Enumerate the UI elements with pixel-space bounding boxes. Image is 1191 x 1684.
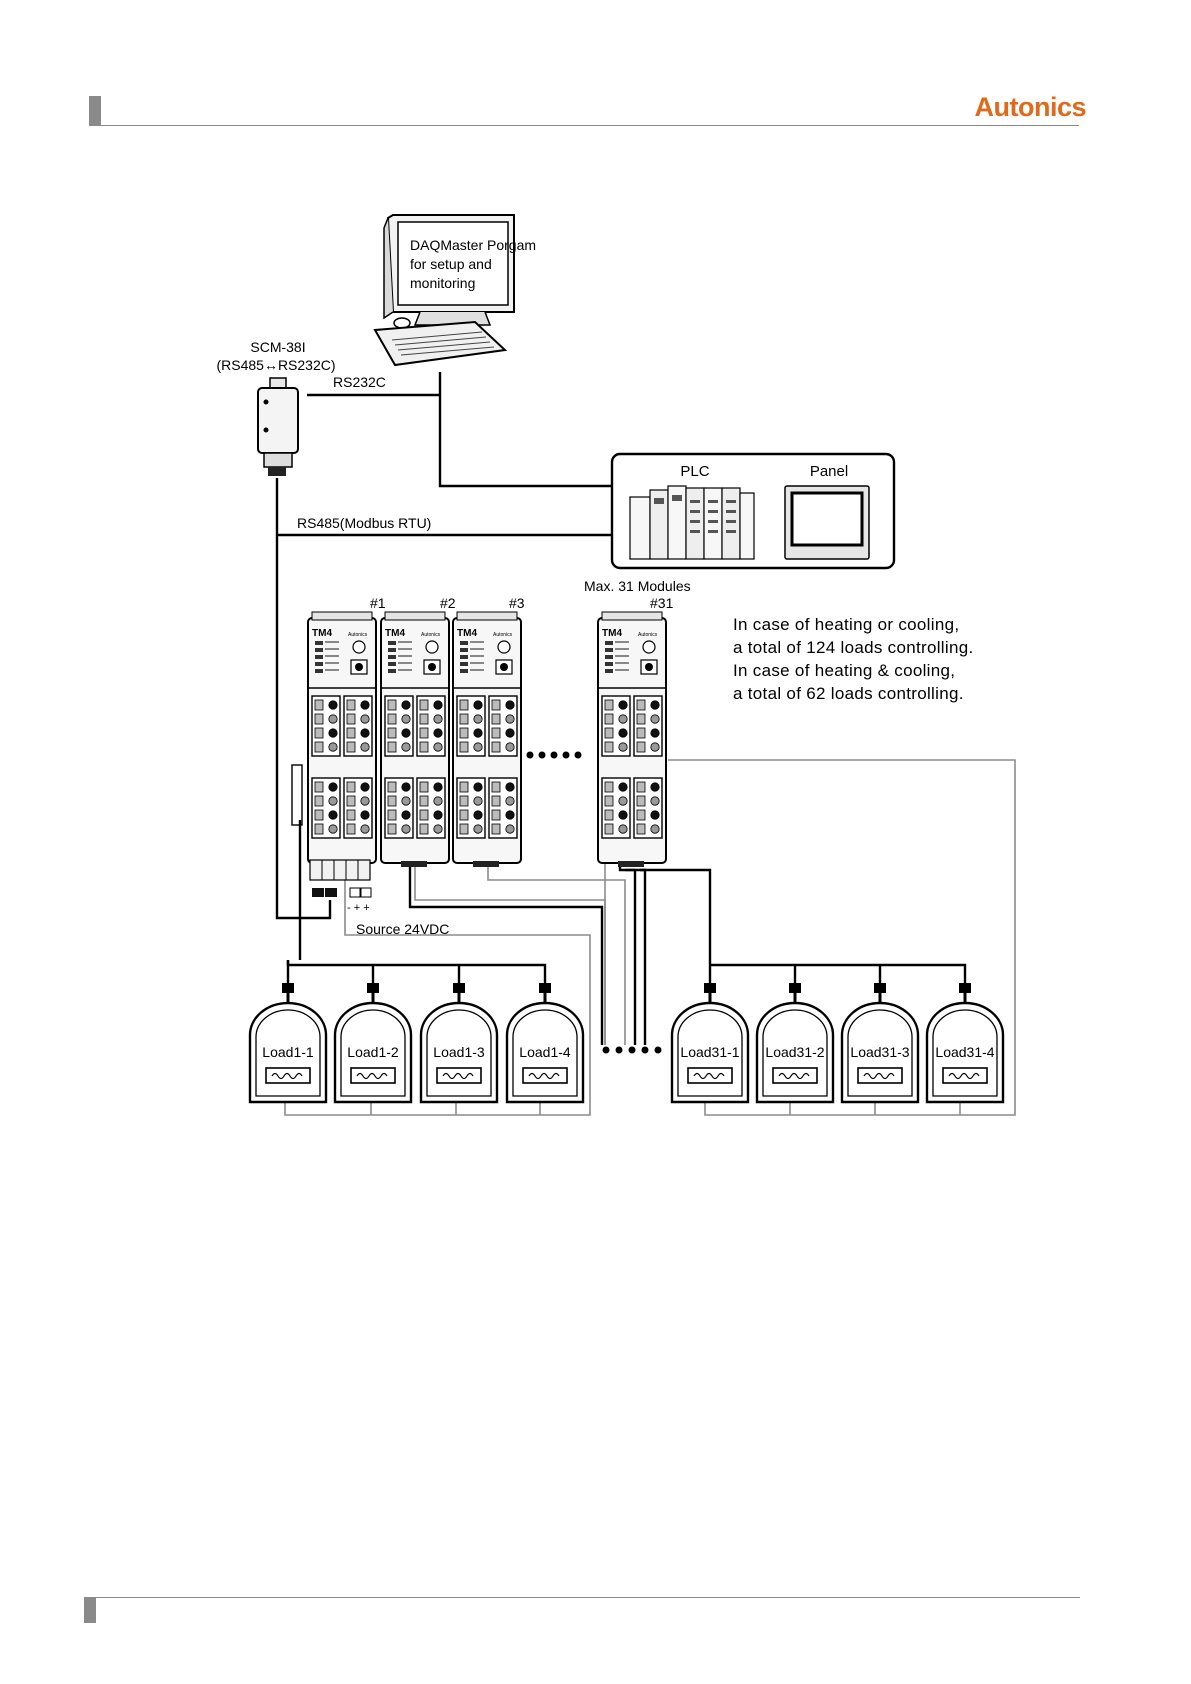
module-id-31: #31: [650, 595, 674, 611]
tm4-module: TM4 Autonics: [307, 611, 377, 867]
ellipsis-loads: [602, 1046, 662, 1054]
tm4-module: TM4 Autonics: [452, 611, 522, 867]
load-label: Load1-3: [433, 1044, 485, 1060]
module-model: TM4: [385, 628, 405, 639]
converter-name: SCM-38I: [250, 339, 305, 355]
module-brand: Autonics: [348, 632, 368, 638]
ellipsis-modules: [526, 751, 582, 759]
power-source-label: Source 24VDC: [356, 921, 449, 937]
load-heater: Load31-4: [925, 983, 1005, 1104]
loads: Load1-1 Load1-2 Load1-3 Load1-4 Load31-1 Load…: [248, 983, 1005, 1104]
note-line-2: a total of 124 loads controlling.: [733, 638, 974, 657]
converter-spec: (RS485↔RS232C): [216, 357, 335, 373]
computer-label-line-2: for setup and: [410, 256, 492, 272]
module-id-3: #3: [509, 595, 525, 611]
panel-hmi-icon: [784, 485, 870, 560]
module-id-2: #2: [440, 595, 456, 611]
max-modules-label: Max. 31 Modules: [584, 578, 691, 594]
footer-accent-bar: [84, 1597, 96, 1623]
power-terminal-block: - + +: [309, 859, 372, 914]
load-heater: Load1-4: [505, 983, 585, 1104]
load-label: Load31-4: [935, 1044, 994, 1060]
module-model: TM4: [602, 628, 622, 639]
computer-workstation: DAQMaster Porgam for setup and monitorin…: [373, 214, 536, 367]
tm4-modules: TM4 Autonics TM4 Autonics TM4 Autonics TM4 Auto…: [307, 611, 667, 867]
rs232-label: RS232C: [333, 374, 386, 390]
load-label: Load1-1: [262, 1044, 314, 1060]
load-heater: Load31-3: [840, 983, 920, 1104]
computer-label-line-1: DAQMaster Porgam: [410, 237, 536, 253]
brand-logo: Autonics: [974, 92, 1086, 122]
load-label: Load31-1: [680, 1044, 739, 1060]
module-id-1: #1: [370, 595, 386, 611]
note-line-1: In case of heating or cooling,: [733, 615, 959, 634]
load-heater: Load31-2: [755, 983, 835, 1104]
note-line-3: In case of heating & cooling,: [733, 661, 955, 680]
load-heater: Load1-3: [419, 983, 499, 1104]
din-rail-bracket: [291, 764, 303, 826]
tm4-module: TM4 Autonics: [597, 611, 667, 867]
load-heater: Load1-2: [333, 983, 413, 1104]
header-accent-bar: [89, 96, 101, 126]
rs485-label: RS485(Modbus RTU): [297, 515, 431, 531]
svg-text:- + +: - + +: [347, 902, 370, 914]
load-label: Load1-2: [347, 1044, 399, 1060]
scm38i-converter: SCM-38I (RS485↔RS232C): [216, 339, 336, 476]
load-label: Load31-2: [765, 1044, 824, 1060]
header-rule: [89, 125, 1079, 126]
plc-panel-box: PLC Panel: [610, 452, 896, 570]
computer-label-line-3: monitoring: [410, 275, 475, 291]
note-line-4: a total of 62 loads controlling.: [733, 684, 964, 703]
tm4-module: TM4 Autonics: [380, 611, 450, 867]
plc-icon: [629, 485, 755, 560]
panel-label: Panel: [810, 463, 848, 480]
module-model: TM4: [312, 628, 332, 639]
dark-wiring: [275, 372, 967, 1045]
load-label: Load1-4: [519, 1044, 571, 1060]
plc-label: PLC: [680, 463, 709, 480]
module-brand: Autonics: [421, 632, 441, 638]
load-heater: Load31-1: [670, 983, 750, 1104]
module-model: TM4: [457, 628, 477, 639]
module-brand: Autonics: [638, 632, 658, 638]
load-label: Load31-3: [850, 1044, 909, 1060]
load-heater: Load1-1: [248, 983, 328, 1104]
footer-rule: [84, 1597, 1080, 1598]
module-brand: Autonics: [493, 632, 513, 638]
